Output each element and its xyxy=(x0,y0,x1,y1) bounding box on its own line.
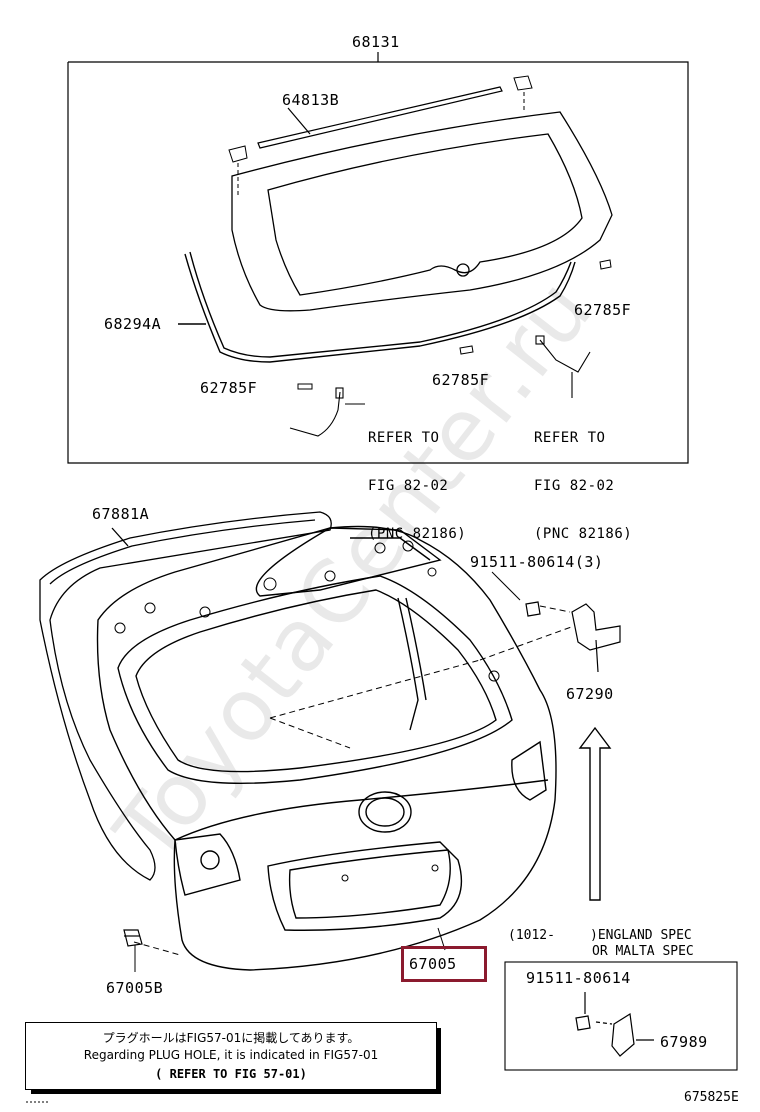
spec-code: (1012- xyxy=(508,928,555,943)
window-moulding xyxy=(178,251,576,363)
part-67005-highlight[interactable]: 67005 xyxy=(401,946,487,982)
part-91511-80614-3-label[interactable]: 91511-80614(3) xyxy=(470,553,604,571)
part-68294A-label[interactable]: 68294A xyxy=(104,315,162,333)
back-door-panel xyxy=(96,525,557,971)
part-64813B-label[interactable]: 64813B xyxy=(282,91,340,109)
figure-id: 675825E xyxy=(684,1090,739,1105)
note-line-en: Regarding PLUG HOLE, it is indicated in … xyxy=(83,1048,379,1062)
refer-note-right: REFER TO FIG 82-02 (PNC 82186) xyxy=(534,398,632,558)
refer-note-left: REFER TO FIG 82-02 (PNC 82186) xyxy=(368,398,466,558)
back-window-glass xyxy=(231,111,613,312)
top-group-frame xyxy=(67,52,689,464)
spec-line1: )ENGLAND SPEC xyxy=(590,928,692,943)
part-62785F-mid-label[interactable]: 62785F xyxy=(432,371,490,389)
spoiler-strip xyxy=(257,86,503,149)
spec-box-parts xyxy=(575,992,654,1057)
part-91511-80614-label[interactable]: 91511-80614 xyxy=(526,969,631,987)
leader-lines xyxy=(133,571,575,972)
spec-line2: OR MALTA SPEC xyxy=(592,944,694,959)
part-62785F-right-label[interactable]: 62785F xyxy=(574,301,632,319)
part-62785F-left-label[interactable]: 62785F xyxy=(200,379,258,397)
part-67881A-label[interactable]: 67881A xyxy=(92,505,150,523)
part-67290-label[interactable]: 67290 xyxy=(566,685,614,703)
refer-left-line2: FIG 82-02 xyxy=(368,478,449,494)
note-line-ref: ( REFER TO FIG 57-01) xyxy=(155,1067,307,1081)
part-68131-label[interactable]: 68131 xyxy=(352,33,400,51)
plug-hole-note: プラグホールはFIG57-01に掲載してあります。 Regarding PLUG… xyxy=(25,1022,437,1090)
refer-right-line2: FIG 82-02 xyxy=(534,478,615,494)
plug-67005B xyxy=(123,929,143,947)
part-67005B-label[interactable]: 67005B xyxy=(106,979,164,997)
weatherstrip-67881A xyxy=(39,511,332,881)
wire-harness xyxy=(289,335,591,437)
direction-arrow xyxy=(578,726,612,901)
refer-right-line3: (PNC 82186) xyxy=(534,526,633,542)
door-bolts xyxy=(114,540,500,882)
part-67989-label[interactable]: 67989 xyxy=(660,1033,708,1051)
glass-clips xyxy=(228,75,612,390)
spec-box-frame xyxy=(504,961,738,1071)
part-67005-label[interactable]: 67005 xyxy=(409,955,457,973)
hinge-67290 xyxy=(525,601,621,673)
note-background: プラグホールはFIG57-01に掲載してあります。 Regarding PLUG… xyxy=(26,1023,436,1089)
refer-right-line1: REFER TO xyxy=(534,430,606,446)
refer-left-line1: REFER TO xyxy=(368,430,440,446)
refer-left-line3: (PNC 82186) xyxy=(368,526,467,542)
note-line-jp: プラグホールはFIG57-01に掲載してあります。 xyxy=(102,1031,360,1045)
